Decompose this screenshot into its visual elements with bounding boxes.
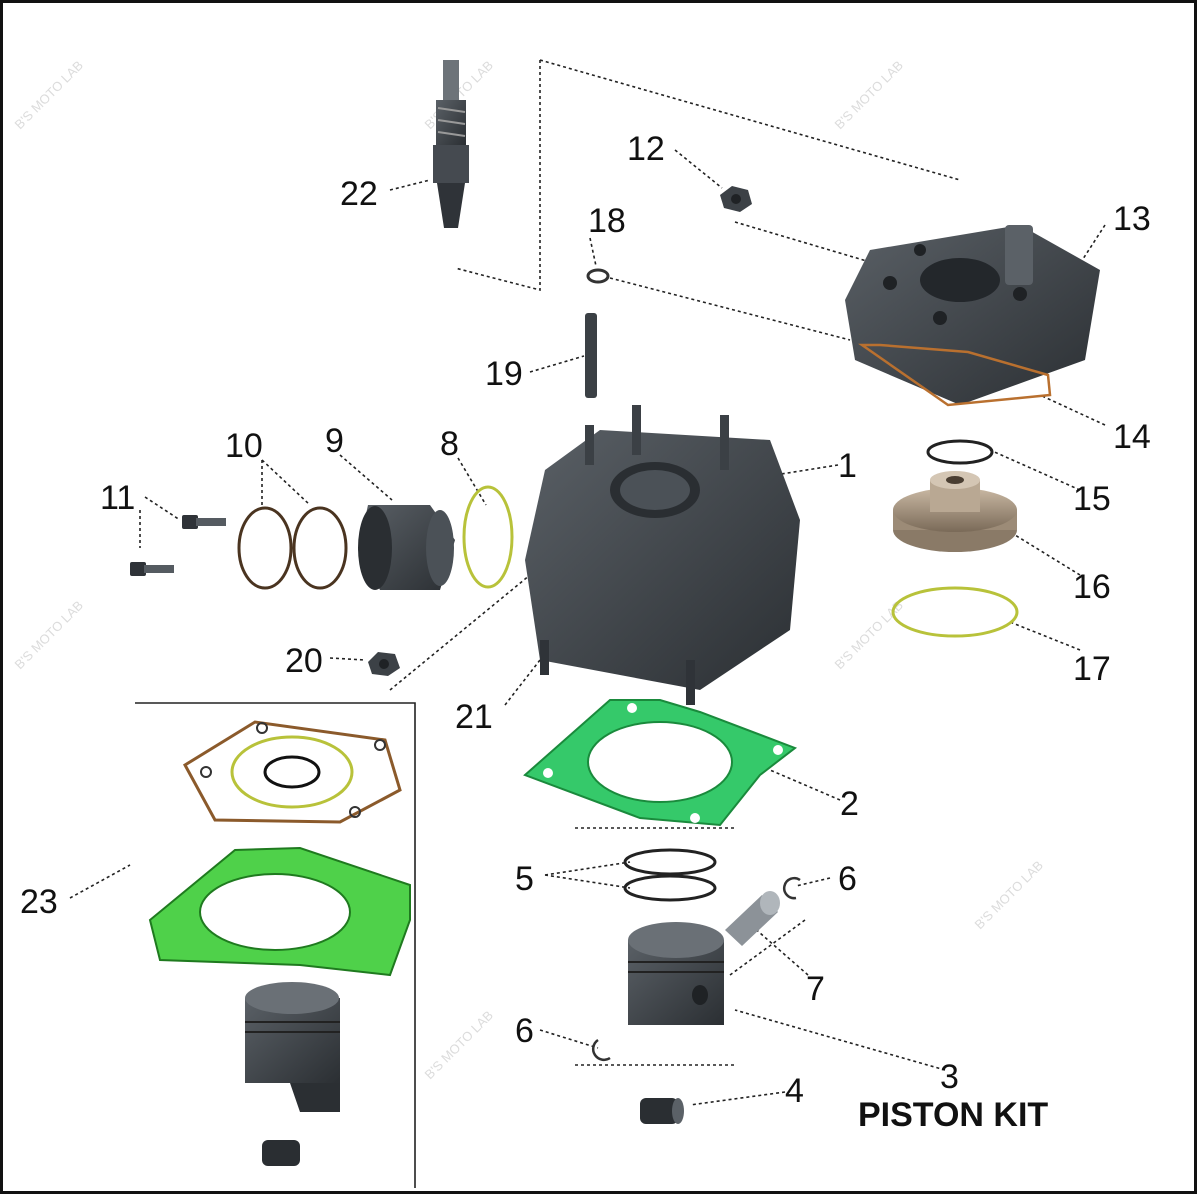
callout-6: 6 — [838, 860, 857, 898]
callout-18: 18 — [588, 202, 626, 240]
callout-labels: 1 2 3 4 5 6 6 7 8 9 10 11 12 13 14 15 16… — [20, 130, 1151, 1134]
insert-o-ring-lower — [891, 586, 1019, 638]
callout-4: 4 — [785, 1072, 804, 1110]
callout-7: 7 — [806, 970, 825, 1008]
callout-11: 11 — [100, 479, 135, 517]
callout-1: 1 — [838, 447, 857, 485]
piston-kit-label: PISTON KIT — [858, 1096, 1048, 1134]
callout-9: 9 — [325, 422, 344, 460]
insert-o-ring-upper — [926, 439, 994, 465]
exhaust-bolts — [130, 515, 226, 576]
head-gasket — [858, 343, 1052, 407]
piston-ring — [623, 874, 717, 902]
callout-5: 5 — [515, 860, 534, 898]
base-gasket — [523, 699, 798, 827]
spark-plug — [433, 60, 469, 228]
callout-3: 3 — [940, 1058, 959, 1096]
cylinder — [525, 405, 800, 705]
callout-6-lower: 6 — [515, 1012, 534, 1050]
callout-20: 20 — [285, 642, 323, 680]
circlip — [591, 1038, 611, 1062]
exhaust-o-ring — [292, 506, 348, 590]
callout-23: 23 — [20, 883, 58, 921]
callout-8: 8 — [440, 425, 459, 463]
callout-10: 10 — [225, 427, 263, 465]
watermark: B'S MOTO LAB — [972, 858, 1047, 933]
top-end-kit-contents — [148, 720, 411, 1166]
head-stud — [585, 313, 597, 398]
dowel-o-ring — [586, 268, 610, 284]
callout-15: 15 — [1073, 480, 1111, 518]
callout-12: 12 — [627, 130, 665, 168]
needle-bearing — [640, 1098, 684, 1124]
callout-17: 17 — [1073, 650, 1111, 688]
exhaust-flange-o-ring — [462, 485, 514, 589]
cylinder-head — [845, 225, 1100, 405]
wrist-pin — [725, 891, 780, 946]
callout-14: 14 — [1113, 418, 1151, 456]
base-nut — [368, 652, 400, 676]
callout-13: 13 — [1113, 200, 1151, 238]
watermark: B'S MOTO LAB — [422, 1008, 497, 1083]
piston-ring — [623, 848, 717, 876]
combustion-insert — [893, 471, 1017, 552]
callout-16: 16 — [1073, 568, 1111, 606]
callout-21: 21 — [455, 698, 493, 736]
head-nut — [720, 186, 752, 212]
watermark: B'S MOTO LAB — [12, 598, 87, 673]
piston — [628, 922, 724, 1025]
exhaust-o-ring — [237, 506, 293, 590]
callout-22: 22 — [340, 175, 378, 213]
callout-2: 2 — [840, 785, 859, 823]
watermark: B'S MOTO LAB — [12, 58, 87, 133]
exhaust-flange — [358, 505, 455, 590]
circlip — [783, 876, 801, 900]
watermark: B'S MOTO LAB — [832, 58, 907, 133]
callout-19: 19 — [485, 355, 523, 393]
